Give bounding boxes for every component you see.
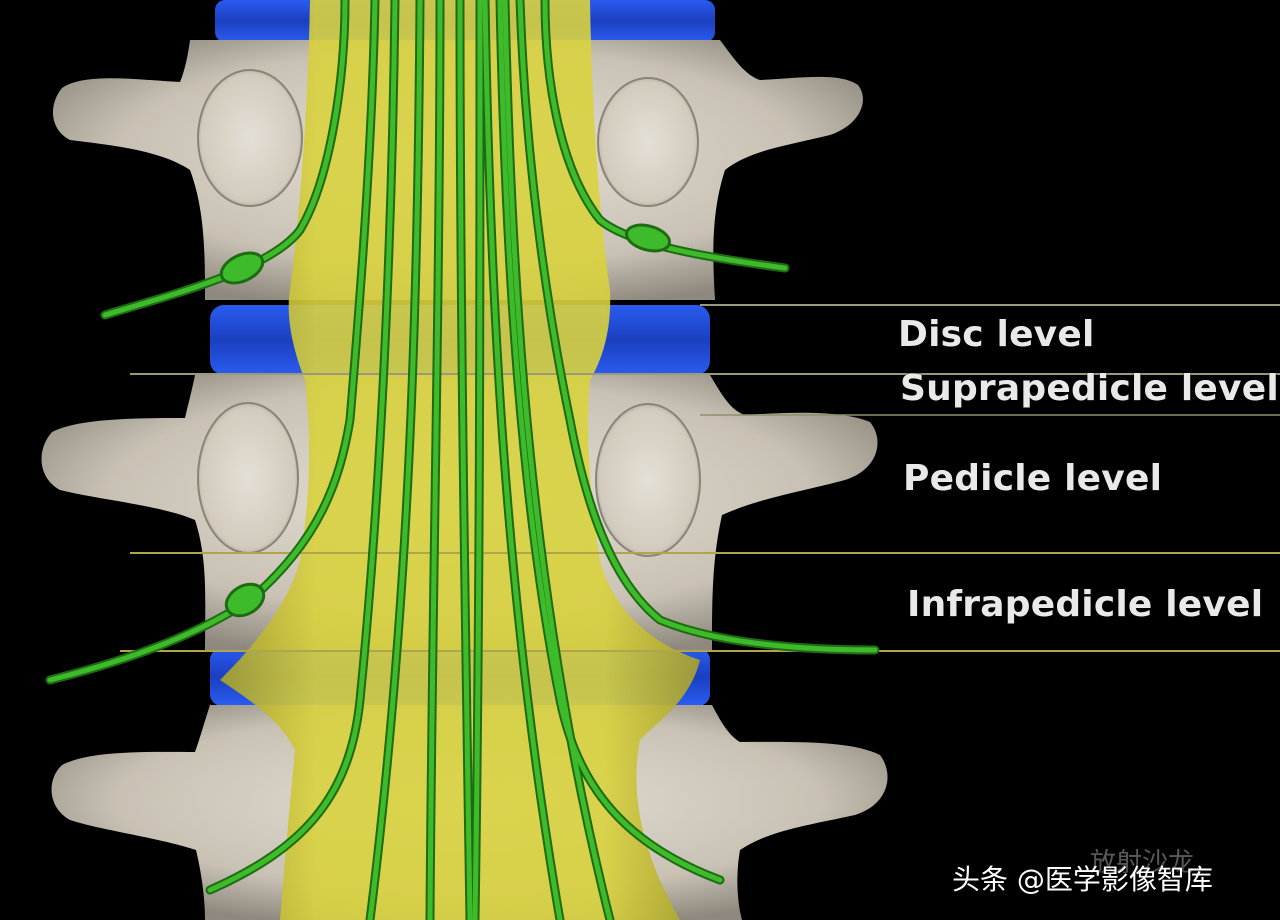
suprapedicle-level-label: Suprapedicle level [900,368,1279,409]
cauda-equina-strand [502,0,613,920]
pedicle-level-label: Pedicle level [903,458,1163,499]
nerve-roots [45,0,880,920]
pedicle-middle-right [595,403,701,557]
source-watermark: 头条 @医学影像智库 [952,863,1213,896]
pedicles [197,69,701,557]
nerve-root-middle-right [517,0,878,653]
pedicle-middle-left [197,402,299,554]
cauda-equina-strand [367,0,423,920]
dorsal-root-ganglion-upper-right [625,223,671,253]
nerve-root-upper-right [542,0,788,271]
level-lines [120,304,1280,652]
pedicle-upper-left [197,69,303,207]
nerve-root-middle-left [47,0,378,683]
cauda-equina-strand [427,0,443,920]
dorsal-root-ganglion-upper-left [219,251,265,285]
disc-level-label: Disc level [898,314,1095,355]
dorsal-root-ganglion-middle-left [224,582,266,618]
cauda-equina-strand [482,0,563,920]
faint-watermark: 放射沙龙 [1090,848,1195,878]
nerve-root-lower-left [207,0,398,893]
cauda-equina-strand [472,0,483,920]
pedicle-upper-right [597,77,699,207]
nerve-root-lower-right [497,0,723,883]
infrapedicle-level-label: Infrapedicle level [907,584,1264,625]
cauda-equina-strand [457,0,473,920]
nerve-root-upper-left [102,0,348,318]
